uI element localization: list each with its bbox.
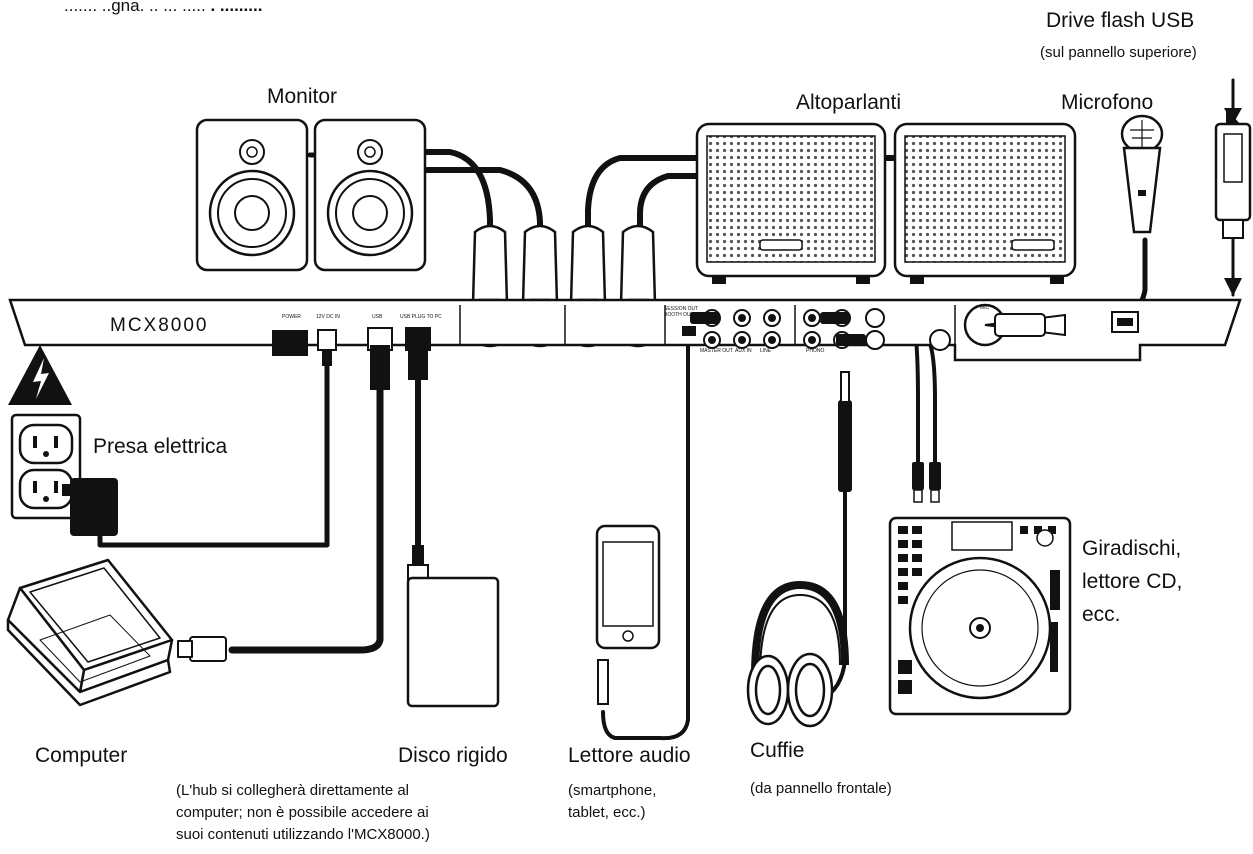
speaker-right-cable	[637, 173, 703, 235]
headphones	[746, 580, 849, 728]
device-model-label: MCX8000	[110, 315, 209, 336]
label-lettore-audio: Lettore audio	[568, 744, 691, 767]
dc-in-jack	[317, 329, 337, 351]
label-microfono: Microfono	[1061, 91, 1154, 114]
header-cut-prefix: ....... ..gna. .. ... .....	[64, 0, 206, 15]
panel-label-line: LINE	[760, 348, 772, 354]
headphone-jack-plug	[838, 371, 852, 492]
usb-flash-drive	[1214, 108, 1252, 296]
audio-player-cable	[601, 331, 690, 741]
label-giradischi: Giradischi, lettore CD, ecc.	[1082, 532, 1182, 631]
panel-label-dc-in: 12V DC IN	[316, 314, 340, 320]
monitor-right	[313, 118, 427, 272]
panel-label-aux: AUX IN	[735, 348, 752, 354]
cd-player	[888, 516, 1072, 716]
rca-cable-2	[864, 338, 937, 467]
label-disco-note-line-1: (L'hub si collegherà direttamente al	[176, 782, 409, 799]
label-lettore-note-line-2: tablet, ecc.)	[568, 804, 646, 821]
label-computer: Computer	[35, 744, 128, 767]
label-altoparlanti: Altoparlanti	[796, 91, 902, 114]
panel-label-mic: MIC	[980, 305, 990, 311]
header-cut-bold: . .........	[210, 0, 263, 15]
pa-speaker-right	[893, 122, 1077, 284]
header-cut-text: ....... ..gna. .. ... ..... . .........	[64, 0, 262, 16]
power-switch	[272, 330, 308, 356]
label-giradischi-line-2: lettore CD,	[1082, 570, 1183, 593]
label-disco-note-line-3: suoi contenuti utilizzando l'MCX8000.)	[176, 826, 430, 843]
computer-usb-cable	[228, 386, 384, 654]
panel-label-usb-pc: USB PLUG TO PC	[400, 314, 442, 320]
label-presa-elettrica: Presa elettrica	[93, 435, 228, 458]
speaker-left-cable	[585, 155, 703, 235]
hard-drive	[406, 545, 500, 708]
mcx8000-panel	[8, 298, 1242, 390]
panel-small-labels: POWER 12V DC IN USB USB PLUG TO PC SESSI…	[282, 305, 990, 354]
warning-icon	[8, 345, 72, 405]
monitor-right-cable	[422, 149, 493, 235]
label-cuffie-note: (da pannello frontale)	[750, 780, 892, 797]
panel-label-usb: USB	[372, 314, 383, 320]
label-monitor: Monitor	[267, 85, 338, 108]
label-disco-note: (L'hub si collegherà direttamente al com…	[176, 780, 430, 846]
monitor-speakers	[195, 118, 427, 272]
panel-label-session: SESSION OUT	[664, 306, 698, 312]
panel-label-phono: PHONO	[806, 348, 824, 354]
rca-plugs	[912, 462, 941, 503]
label-drive-flash: Drive flash USB	[1046, 9, 1195, 32]
pa-speaker-left	[695, 122, 887, 284]
mic-input-jack	[963, 303, 1066, 347]
label-giradischi-line-1: Giradischi,	[1082, 537, 1182, 560]
panel-label-power: POWER	[282, 314, 301, 320]
smartphone	[595, 524, 661, 705]
monitor-left	[195, 118, 309, 272]
microphone	[1120, 114, 1164, 234]
label-cuffie: Cuffie	[750, 739, 805, 762]
power-cable	[97, 347, 330, 548]
label-lettore-note: (smartphone, tablet, ecc.)	[568, 780, 656, 824]
monitor-link-cable	[422, 167, 543, 235]
label-disco-note-line-2: computer; non è possibile accedere ai	[176, 804, 429, 821]
label-lettore-note-line-1: (smartphone,	[568, 782, 657, 799]
panel-label-master: MASTER OUT	[700, 348, 733, 354]
power-outlet	[10, 413, 118, 536]
label-drive-flash-note: (sul pannello superiore)	[1040, 44, 1197, 61]
pa-speakers	[695, 122, 1077, 284]
label-disco-rigido: Disco rigido	[398, 744, 508, 767]
panel-label-booth: BOOTH OUT	[664, 312, 694, 318]
label-giradischi-line-3: ecc.	[1082, 603, 1121, 626]
laptop-computer	[6, 558, 227, 707]
